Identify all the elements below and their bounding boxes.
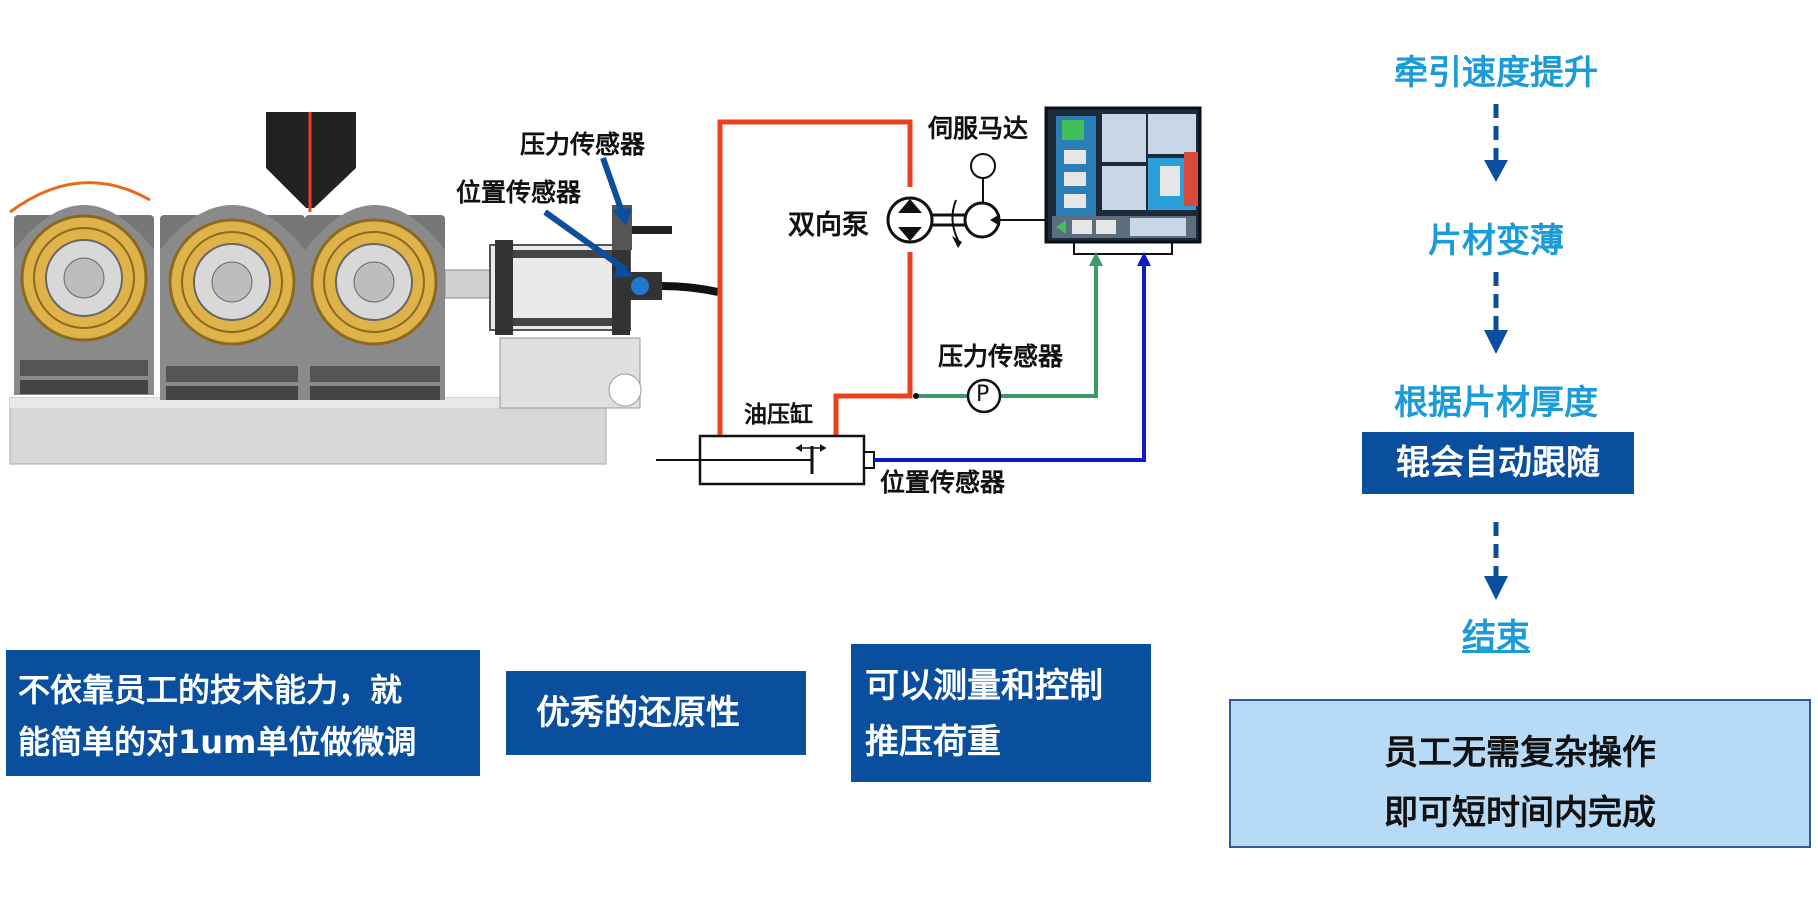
feature-1-line-1: 不依靠员工的技术能力，就 xyxy=(18,671,403,709)
flow-step-3: 根据片材厚度 xyxy=(1394,383,1598,423)
roller-1 xyxy=(14,205,154,395)
feature-box-reproducibility: 优秀的还原性 xyxy=(506,671,806,755)
feature-box-load-control: 可以测量和控制 推压荷重 xyxy=(851,644,1151,782)
pressure-sensor-label-mid: 压力传感器 xyxy=(938,342,1064,371)
flow-highlight-box: 辊会自动跟随 xyxy=(1362,432,1634,494)
flow-end: 结束 xyxy=(1462,617,1530,657)
result-line-1: 员工无需复杂操作 xyxy=(1384,733,1656,773)
feature-1-line-2: 能简单的对1um单位做微调 xyxy=(18,723,417,761)
result-box: 员工无需复杂操作 即可短时间内完成 xyxy=(1229,699,1811,848)
flow-arrows xyxy=(1484,104,1508,600)
base-rail xyxy=(9,397,607,465)
pressure-gauge xyxy=(966,378,1002,414)
cylinder-flange-left xyxy=(495,240,513,335)
flow-highlight-text: 辊会自动跟随 xyxy=(1396,443,1600,483)
roller-3 xyxy=(305,205,445,400)
position-signal-line xyxy=(874,252,1151,462)
feature-3-line-2: 推压荷重 xyxy=(865,722,1001,762)
servo-motor-label: 伺服马达 xyxy=(928,114,1029,143)
position-sensor-label-top: 位置传感器 xyxy=(456,178,582,207)
position-sensor-label-bottom: 位置传感器 xyxy=(880,468,1006,497)
bidirectional-pump-symbol xyxy=(886,196,934,244)
hydraulic-cylinder-label: 油压缸 xyxy=(744,402,813,428)
cylinder-flange-right xyxy=(612,240,630,335)
servo-motor-symbol xyxy=(932,153,1046,248)
sensor-cable xyxy=(661,282,719,296)
roller-2 xyxy=(160,205,305,400)
feature-box-fine-adjust: 不依靠员工的技术能力，就 能简单的对1um单位做微调 xyxy=(6,650,480,776)
feature-2-line-1: 优秀的还原性 xyxy=(536,693,740,733)
sheet-curve xyxy=(9,181,151,214)
position-sensor-pointer xyxy=(543,209,628,273)
feature-3-line-1: 可以测量和控制 xyxy=(865,666,1103,706)
position-sensor-dot xyxy=(631,277,649,295)
bidirectional-pump-label: 双向泵 xyxy=(788,210,869,241)
base-rail-top xyxy=(10,398,606,408)
result-line-2: 即可短时间内完成 xyxy=(1384,793,1656,833)
control-panel xyxy=(1044,106,1202,255)
pressure-signal-line xyxy=(913,252,1103,399)
flow-step-1: 牵引速度提升 xyxy=(1394,53,1598,93)
hydraulic-cylinder xyxy=(656,434,875,486)
pressure-sensor-pointer xyxy=(600,157,625,213)
hydraulic-lines xyxy=(717,119,913,436)
flow-step-2: 片材变薄 xyxy=(1428,221,1564,261)
slide-notch xyxy=(608,373,642,407)
pressure-sensor-label-top: 压力传感器 xyxy=(520,130,646,159)
pressure-gauge-label: P xyxy=(976,382,990,407)
